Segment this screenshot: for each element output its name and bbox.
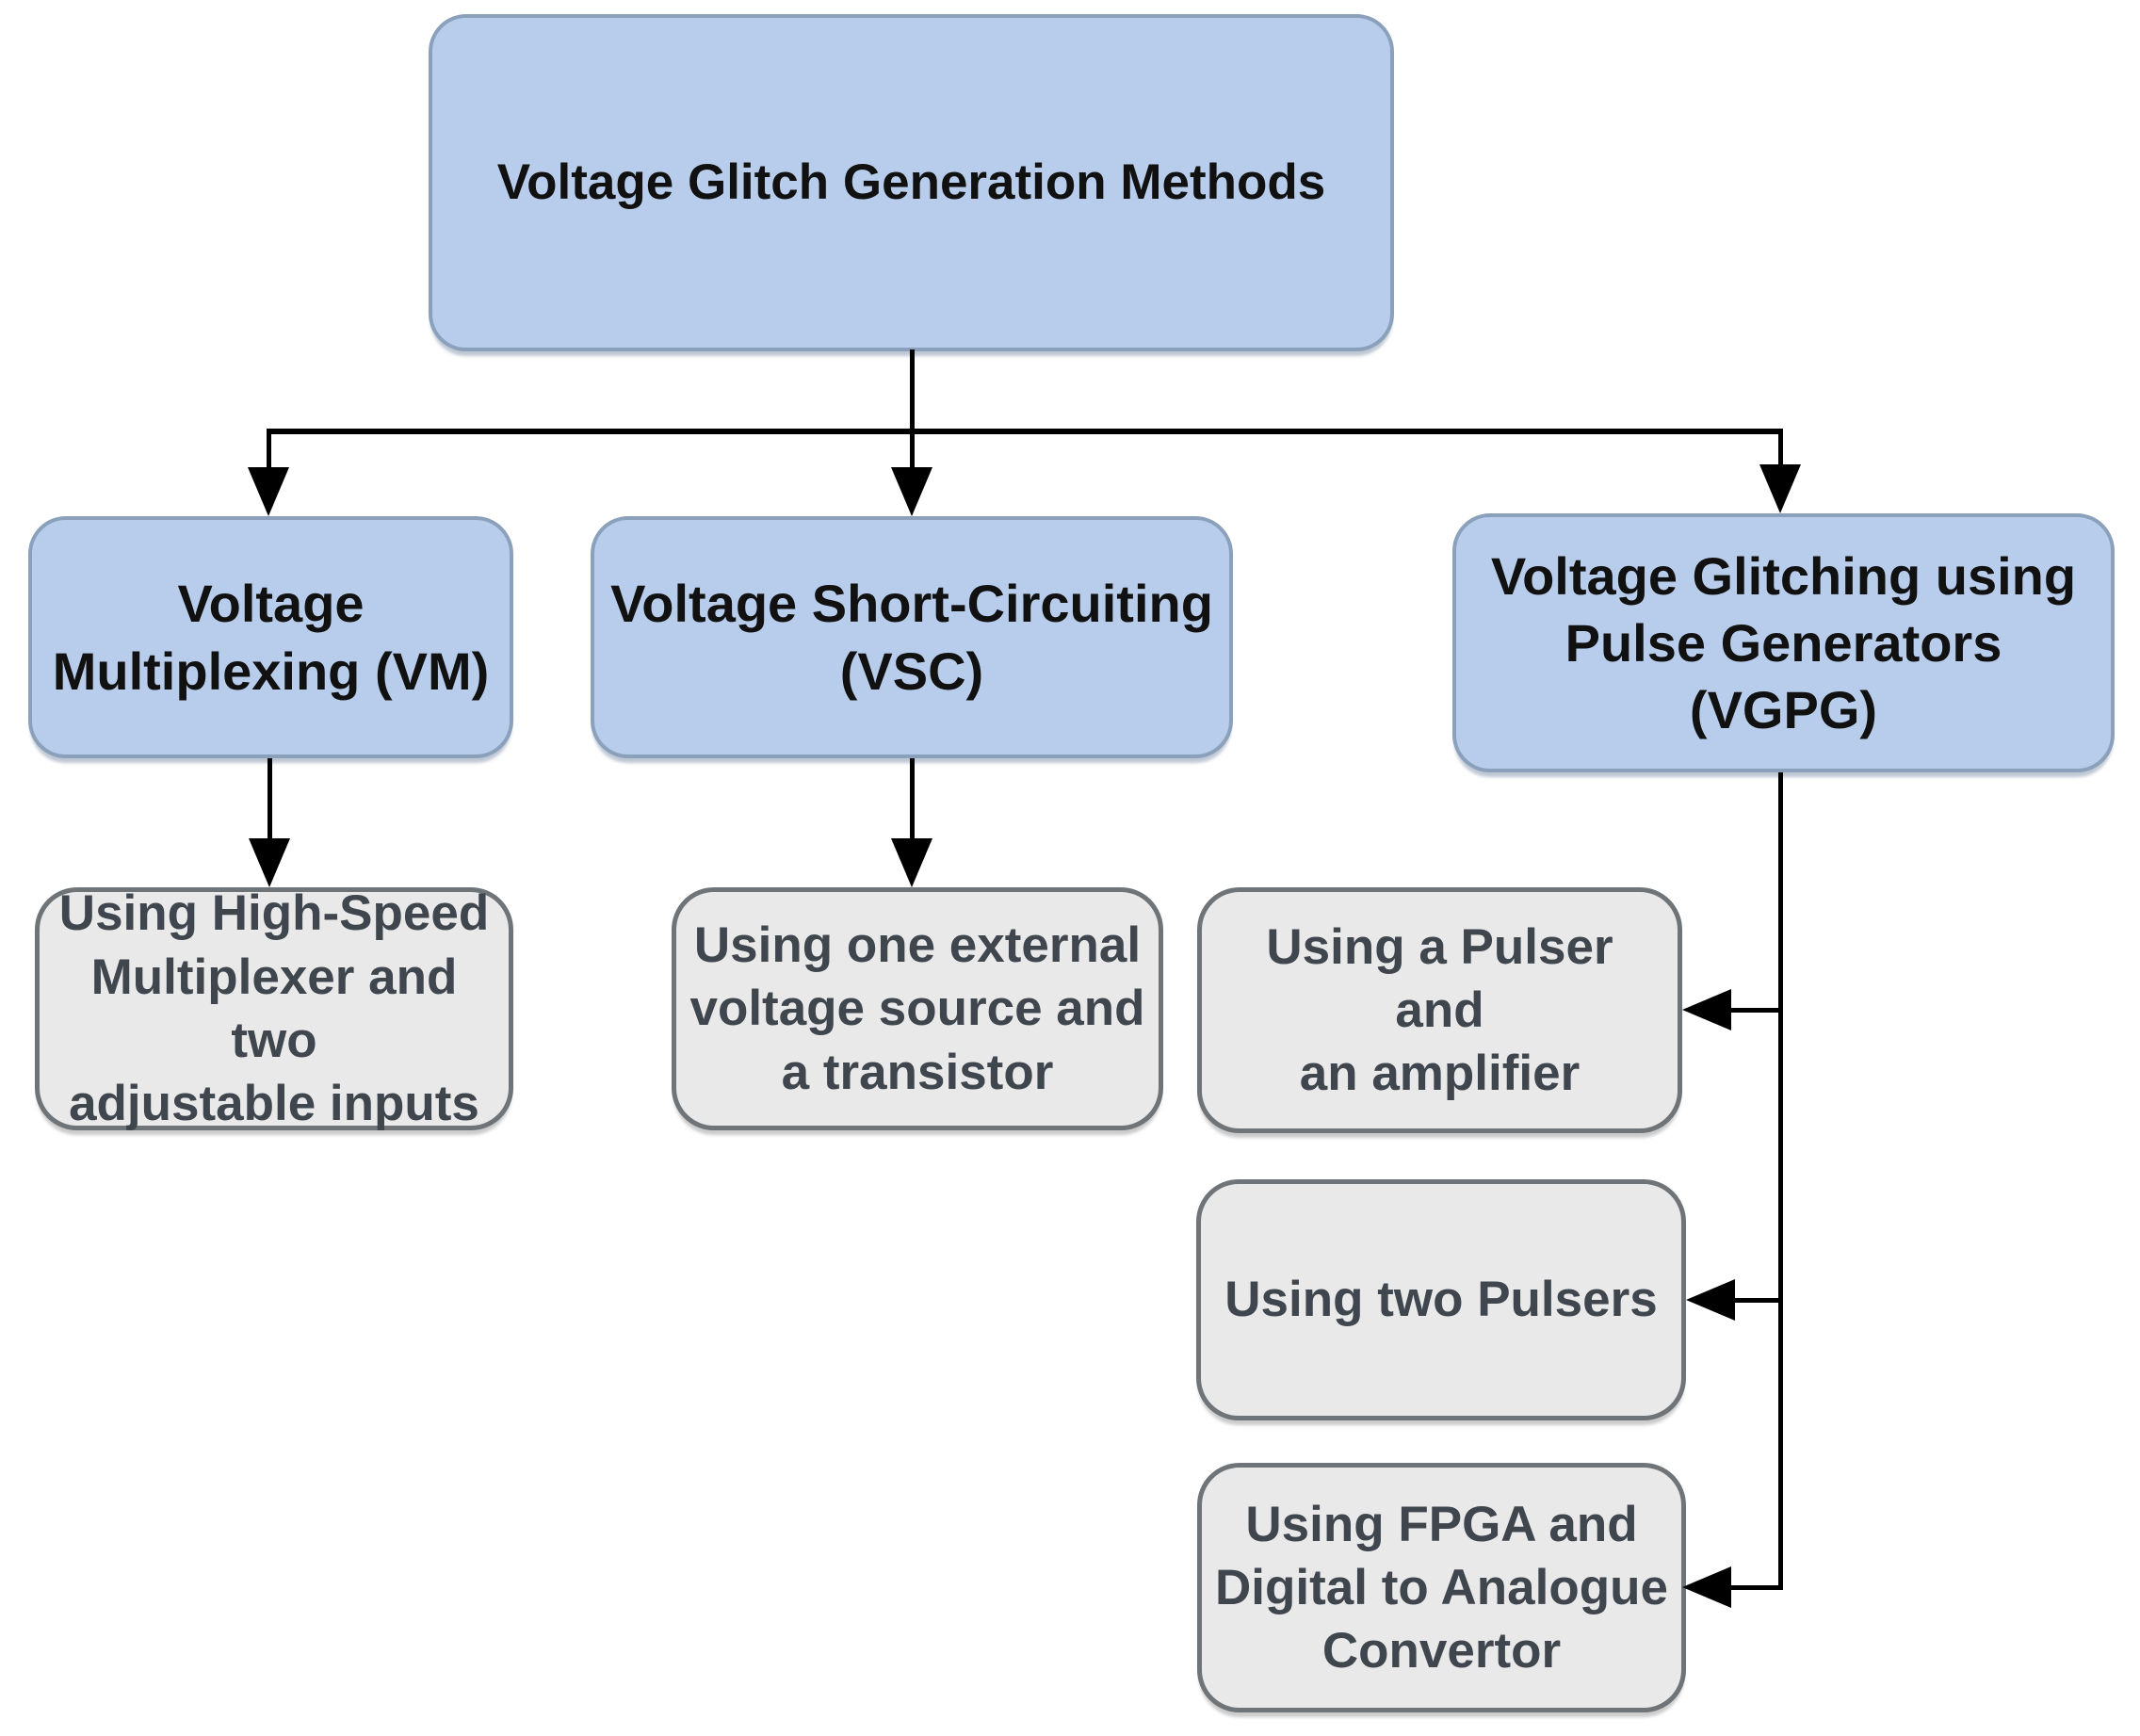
- edge-root-vm-line: [267, 432, 271, 470]
- node-external-voltage-source-transistor: Using one external voltage source and a …: [672, 887, 1163, 1130]
- edge-root-vsc-arrowhead-icon: [891, 467, 932, 516]
- edge-vgpg-fpga-arrowhead-icon: [1682, 1566, 1731, 1608]
- node-fpga-dac: Using FPGA and Digital to Analogue Conve…: [1197, 1463, 1686, 1712]
- edge-root-stem-line: [910, 349, 915, 432]
- node-voltage-glitch-generation-methods: Voltage Glitch Generation Methods: [429, 14, 1394, 351]
- edge-root-vm-arrowhead-icon: [248, 467, 289, 516]
- edge-vm-mux-line: [268, 758, 272, 841]
- edge-vgpg-fpga-line: [1727, 1585, 1783, 1590]
- node-voltage-glitching-pulse-generators-vgpg: Voltage Glitching using Pulse Generators…: [1452, 513, 2115, 772]
- edge-vgpg-stem-line: [1778, 772, 1783, 1589]
- edge-vgpg-twopulsers-arrowhead-icon: [1686, 1279, 1735, 1321]
- edge-root-vgpg-arrowhead-icon: [1759, 464, 1801, 513]
- edge-vgpg-twopulsers-line: [1731, 1298, 1783, 1303]
- edge-vsc-ext-arrowhead-icon: [891, 838, 932, 887]
- edge-root-vsc-line: [910, 432, 915, 470]
- edge-vsc-ext-line: [910, 758, 915, 841]
- node-high-speed-multiplexer: Using High-Speed Multiplexer and two adj…: [35, 885, 513, 1131]
- edge-root-vgpg-line: [1778, 432, 1783, 466]
- edge-vm-mux-arrowhead-icon: [249, 838, 290, 887]
- edge-vgpg-pulser-line: [1727, 1008, 1783, 1013]
- node-pulser-and-amplifier: Using a Pulser and an amplifier: [1197, 887, 1682, 1133]
- node-voltage-short-circuiting-vsc: Voltage Short-Circuiting (VSC): [591, 516, 1233, 758]
- node-two-pulsers: Using two Pulsers: [1196, 1179, 1686, 1420]
- node-voltage-multiplexing-vm: Voltage Multiplexing (VM): [28, 516, 513, 758]
- edge-vgpg-pulser-arrowhead-icon: [1682, 989, 1731, 1030]
- edge-trunk-line: [267, 429, 1783, 434]
